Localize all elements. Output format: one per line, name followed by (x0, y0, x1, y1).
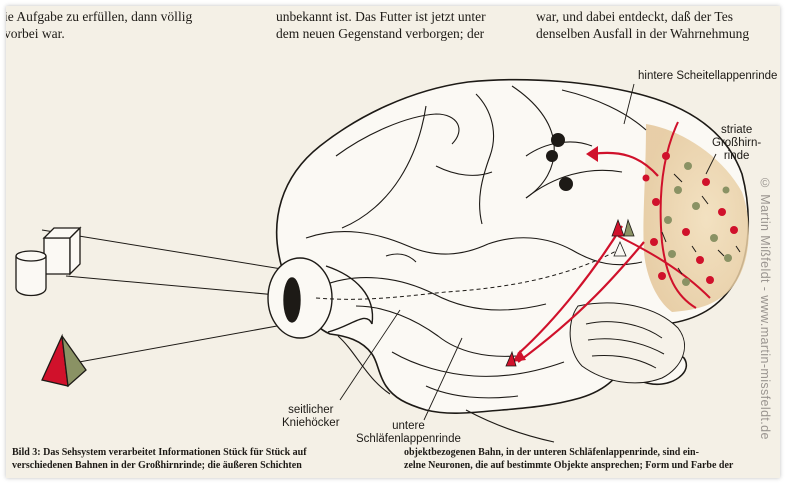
cylinder-icon (16, 251, 46, 296)
copyright-notice: © Martin Mißfeldt - www.martin-missfeldt… (752, 176, 772, 476)
label-line: striate (712, 124, 761, 137)
label-parietal-cortex: hintere Scheitellappenrinde (638, 70, 777, 83)
label-lateral-geniculate: seitlicher Kniehöcker (282, 404, 340, 430)
label-line: Kniehöcker (282, 417, 340, 430)
pyramid-icon (42, 336, 86, 386)
label-line: seitlicher (282, 404, 340, 417)
label-line: Schläfenlappenrinde (356, 433, 461, 446)
caption-line: verschiedenen Bahnen in der Großhirnrind… (12, 459, 307, 472)
label-striate-cortex: striate Großhirn- rinde (712, 124, 761, 163)
caption-line: Bild 3: Das Sehsystem verarbeitet Inform… (12, 446, 307, 459)
label-line: rinde (712, 150, 761, 163)
caption-column-1: Bild 3: Das Sehsystem verarbeitet Inform… (12, 446, 307, 472)
caption-line: objektbezogenen Bahn, in der unteren Sch… (404, 446, 733, 459)
book-page: ie Aufgabe zu erfüllen, dann völlig vorb… (6, 6, 780, 478)
label-line: untere (356, 420, 461, 433)
caption-column-2: objektbezogenen Bahn, in der unteren Sch… (404, 446, 733, 472)
caption-line: zelne Neuronen, die auf bestimmte Objekt… (404, 459, 733, 472)
label-temporal-cortex: untere Schläfenlappenrinde (356, 420, 461, 446)
cube-icon (44, 228, 80, 274)
label-line: Großhirn- (712, 137, 761, 150)
